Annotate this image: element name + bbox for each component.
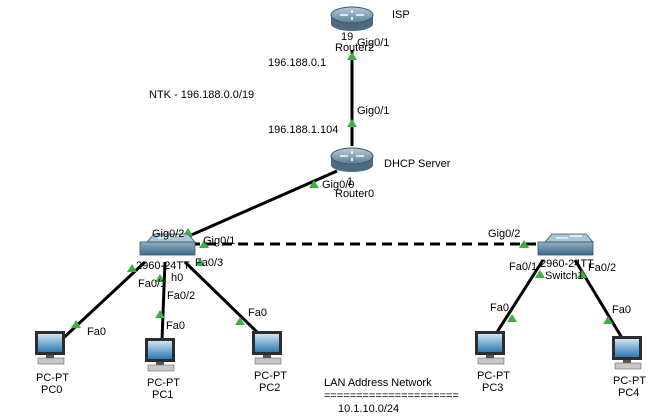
ip-label-mid: 196.188.1.104 xyxy=(268,124,338,136)
router0-top xyxy=(330,147,374,165)
pc-stand xyxy=(46,355,54,358)
pc-stand xyxy=(623,360,631,363)
pc-stand xyxy=(263,355,271,358)
port-up-indicator xyxy=(519,240,529,248)
port-label-r2-gig01: Gig0/1 xyxy=(357,37,389,49)
port-up-indicator xyxy=(577,270,587,278)
link-router0-switch0 xyxy=(179,169,338,242)
router2-top xyxy=(330,6,374,24)
port-label-sw1-fa02: Fa0/2 xyxy=(588,262,616,274)
router0-device[interactable] xyxy=(330,147,374,172)
port-up-indicator xyxy=(603,316,613,324)
pc-base xyxy=(37,357,65,365)
router-arrows-icon xyxy=(340,151,364,161)
router2-label-line1: 19 xyxy=(341,31,353,43)
router0-label-line2: Router0 xyxy=(335,188,374,200)
port-up-indicator xyxy=(127,264,137,272)
port-up-indicator xyxy=(71,320,81,328)
port-label-r0-gig00: Gig0/0 xyxy=(322,179,354,191)
pc-stand xyxy=(156,362,164,365)
port-up-indicator xyxy=(507,314,517,322)
pc-base xyxy=(614,362,642,370)
port-label-sw0-fa02: Fa0/2 xyxy=(167,290,195,302)
lan-address-rule: ===================== xyxy=(324,390,459,402)
port-label-sw0-fa03: Fa0/3 xyxy=(195,257,223,269)
link-switch0-pc0 xyxy=(56,260,147,345)
switch0-device[interactable] xyxy=(139,233,196,256)
port-up-indicator xyxy=(199,240,209,248)
port-up-indicator xyxy=(155,274,165,282)
port-label-sw1-fa01: Fa0/1 xyxy=(509,261,537,273)
switch-arrows-icon xyxy=(158,235,184,239)
switch1-device[interactable] xyxy=(537,233,594,256)
pc0-device[interactable] xyxy=(35,331,65,365)
router-arrows-icon xyxy=(340,10,364,20)
port-label-sw1-gig02: Gig0/2 xyxy=(488,228,520,240)
pc0-name-label: PC0 xyxy=(41,384,62,396)
pc3-device[interactable] xyxy=(475,331,505,365)
switch0-label-line1: 2960-24TT xyxy=(136,260,190,272)
switch1-front xyxy=(537,241,594,256)
pc-screen xyxy=(478,334,502,352)
links xyxy=(56,50,624,345)
pc-screen xyxy=(615,339,639,357)
pc-screen xyxy=(38,334,62,352)
pc-stand xyxy=(486,355,494,358)
switch0-label-line2: h0 xyxy=(171,272,183,284)
pc4-type-label: PC-PT xyxy=(613,375,646,387)
pc1-name-label: PC1 xyxy=(152,389,173,401)
pc-base xyxy=(147,364,175,372)
switch1-top xyxy=(544,233,594,243)
pc-base xyxy=(477,357,505,365)
port-up-indicator xyxy=(235,317,245,325)
port-label-r0-gig01: Gig0/1 xyxy=(357,105,389,117)
port-label-pc1-fa0: Fa0 xyxy=(166,320,185,332)
router0-label-line1: 1 xyxy=(347,176,353,188)
router2-device[interactable] xyxy=(330,6,374,31)
ntk-network-note: NTK - 196.188.0.0/19 xyxy=(149,89,254,101)
port-label-pc4-fa0: Fa0 xyxy=(612,304,631,316)
port-label-pc0-fa0: Fa0 xyxy=(87,326,106,338)
isp-label: ISP xyxy=(392,9,410,21)
link-switch0-pc2 xyxy=(183,260,260,335)
pc1-device[interactable] xyxy=(145,338,175,372)
pc2-name-label: PC2 xyxy=(259,382,280,394)
port-label-sw0-gig01: Gig0/1 xyxy=(203,235,235,247)
port-label-pc3-fa0: Fa0 xyxy=(490,302,509,314)
switch-arrows-icon xyxy=(556,235,582,239)
switch0-front xyxy=(139,241,196,256)
pc0-type-label: PC-PT xyxy=(36,372,69,384)
pc2-type-label: PC-PT xyxy=(254,370,287,382)
switch1-label-line2: Switch1 xyxy=(545,270,584,282)
pc3-type-label: PC-PT xyxy=(477,370,510,382)
router2-label-line2: Router2 xyxy=(335,42,374,54)
dhcp-server-label: DHCP Server xyxy=(384,158,451,170)
lan-address-title: LAN Address Network xyxy=(324,377,432,389)
pc-base xyxy=(254,357,282,365)
pc3-name-label: PC3 xyxy=(482,382,503,394)
pc2-device[interactable] xyxy=(252,331,282,365)
pc1-type-label: PC-PT xyxy=(147,377,180,389)
port-up-indicator xyxy=(535,270,545,278)
ip-label-top: 196.188.0.1 xyxy=(268,57,326,69)
port-label-pc2-fa0: Fa0 xyxy=(248,307,267,319)
port-up-indicator xyxy=(155,310,165,318)
port-indicators xyxy=(71,52,613,328)
port-label-sw0-gig02: Gig0/2 xyxy=(152,228,184,240)
pc4-device[interactable] xyxy=(612,336,642,370)
port-up-indicator xyxy=(347,119,357,127)
pc-screen xyxy=(148,341,172,359)
pc-screen xyxy=(255,334,279,352)
link-switch0-pc1 xyxy=(160,261,167,341)
switch1-label-line1: 2960-24TT xyxy=(540,258,594,270)
port-up-indicator xyxy=(309,180,319,188)
pc4-name-label: PC4 xyxy=(618,387,639,399)
lan-address-value: 10.1.10.0/24 xyxy=(338,403,399,415)
link-switch1-pc3 xyxy=(490,259,545,341)
port-up-indicator xyxy=(195,258,205,266)
port-up-indicator xyxy=(347,52,357,60)
port-label-sw0-fa01: Fa0/1 xyxy=(138,278,166,290)
